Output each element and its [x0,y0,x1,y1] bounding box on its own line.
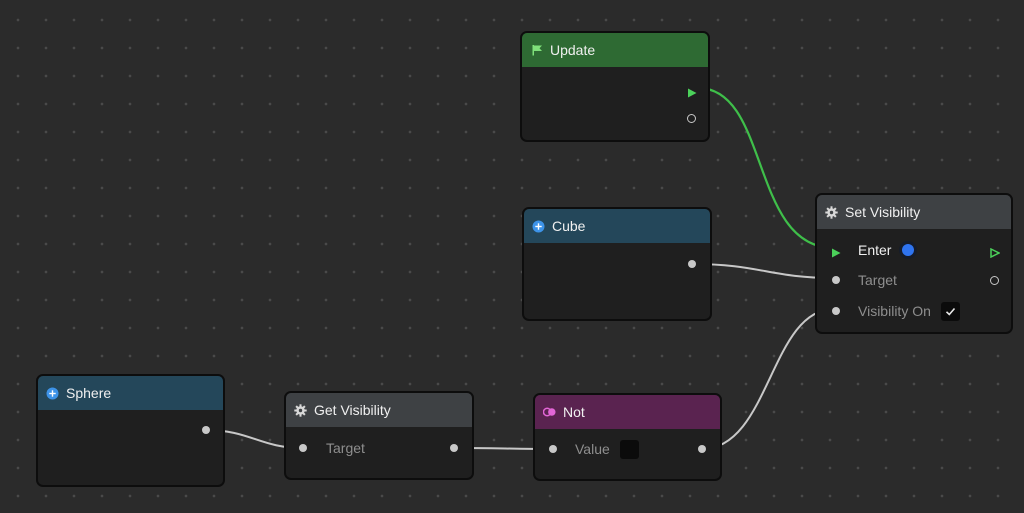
update-node-header[interactable]: Update [522,33,708,67]
target-label: Target [858,272,897,288]
set-visibility-node[interactable]: Set Visibility Enter Target Visibility O… [815,193,1013,334]
target-row: Target [858,270,897,290]
gear-icon [825,205,838,219]
not-node-header[interactable]: Not [535,395,720,429]
target-input-port[interactable] [831,275,841,285]
get-visibility-bool-output-port[interactable] [449,443,459,453]
set-visibility-flow-output-port[interactable] [990,245,1001,259]
cube-node-header[interactable]: Cube [524,209,710,243]
not-value-row: Value [575,438,639,460]
flow-wire-update-to-set-visibility[interactable] [697,86,835,250]
update-flow-output-port[interactable] [687,85,697,98]
gear-icon [294,403,307,417]
sphere-object-output-port[interactable] [201,425,211,435]
update-node[interactable]: Update [520,31,710,142]
get-visibility-target-row: Target [326,438,365,458]
not-node[interactable]: Not Value [533,393,722,481]
enter-label: Enter [858,242,892,258]
visibility-on-row: Visibility On [858,300,960,322]
enter-row: Enter [858,240,918,260]
enter-status-indicator [899,241,918,259]
flag-icon [530,44,543,57]
get-visibility-node[interactable]: Get Visibility Target [284,391,474,480]
wire-cube-to-target[interactable] [691,263,835,279]
cube-object-output-port[interactable] [687,259,697,269]
target-label: Target [326,440,365,456]
visibility-on-checkbox[interactable] [940,301,960,321]
not-bool-output-port[interactable] [697,444,707,454]
value-label: Value [575,441,610,457]
node-title: Not [563,404,585,420]
node-title: Get Visibility [314,402,391,418]
enter-flow-input-port[interactable] [831,245,841,258]
set-visibility-node-header[interactable]: Set Visibility [817,195,1011,229]
update-value-output-port[interactable] [687,114,697,124]
sphere-node[interactable]: Sphere [36,374,225,487]
plus-circle-icon [46,387,59,400]
visibility-on-label: Visibility On [858,303,931,319]
toggle-icon [543,406,556,419]
node-title: Update [550,42,596,58]
target-output-port[interactable] [990,276,1000,286]
node-title: Set Visibility [845,204,921,220]
sphere-node-header[interactable]: Sphere [38,376,223,410]
node-title: Cube [552,218,586,234]
node-title: Sphere [66,385,112,401]
plus-circle-icon [532,220,545,233]
visibility-on-input-port[interactable] [831,306,841,316]
get-visibility-node-header[interactable]: Get Visibility [286,393,472,427]
cube-node[interactable]: Cube [522,207,712,321]
not-value-input-port[interactable] [548,444,558,454]
checkmark-icon [945,307,955,316]
get-visibility-target-input-port[interactable] [298,443,308,453]
not-value-checkbox[interactable] [619,439,639,459]
